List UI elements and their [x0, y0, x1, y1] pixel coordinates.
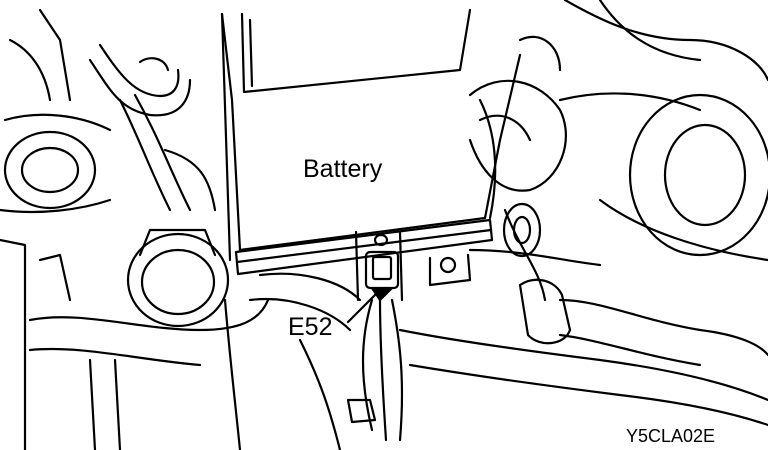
right-hoses	[468, 0, 768, 367]
connector-e52-label: E52	[288, 313, 333, 341]
connector-e52	[346, 230, 472, 442]
lower-hose	[398, 328, 768, 402]
battery-label: Battery	[303, 155, 383, 183]
left-components	[0, 8, 377, 450]
figure-code: Y5CLA02E	[626, 426, 716, 446]
battery-body	[220, 8, 522, 276]
lower-hose-edge	[408, 363, 768, 427]
